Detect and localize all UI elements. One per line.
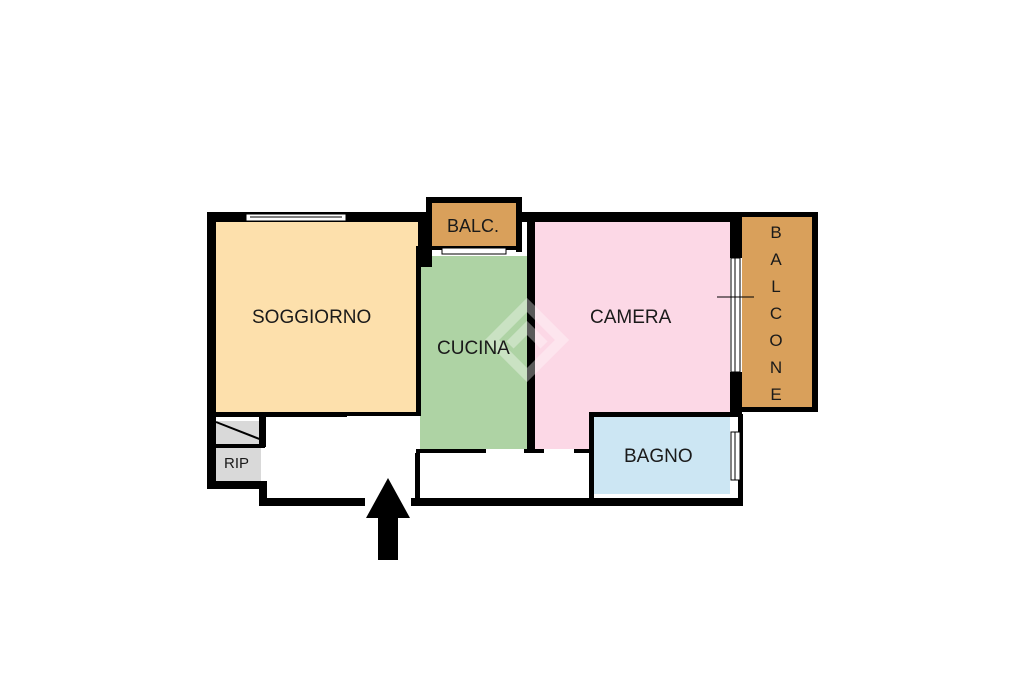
label-cucina: CUCINA [437, 338, 510, 359]
label-balcone: B A L C O N E [766, 219, 786, 408]
label-balcone-letter: L [771, 277, 781, 296]
label-balc-small: BALC. [447, 216, 500, 236]
label-bagno: BAGNO [624, 446, 693, 467]
label-soggiorno: SOGGIORNO [252, 307, 372, 328]
label-balcone-letter: O [769, 331, 783, 350]
house-logo-icon [484, 297, 570, 383]
label-balcone-letter: N [769, 358, 783, 377]
room-balc-small [432, 203, 516, 247]
room-cucina [420, 256, 528, 449]
label-ripostiglio: RIP [224, 455, 250, 472]
label-balcone-letter: E [770, 385, 782, 404]
label-camera: CAMERA [590, 307, 672, 328]
room-ripostiglio [213, 447, 261, 481]
room-balcone [742, 216, 812, 408]
label-balcone-letter: A [770, 250, 782, 269]
room-bagno [592, 416, 730, 494]
room-soggiorno [216, 222, 418, 415]
room-camera [535, 222, 730, 449]
room-storage-small [213, 421, 261, 444]
label-balcone-letter: B [770, 223, 782, 242]
arrow-up-icon [366, 478, 410, 560]
label-balcone-letter: C [769, 304, 783, 323]
